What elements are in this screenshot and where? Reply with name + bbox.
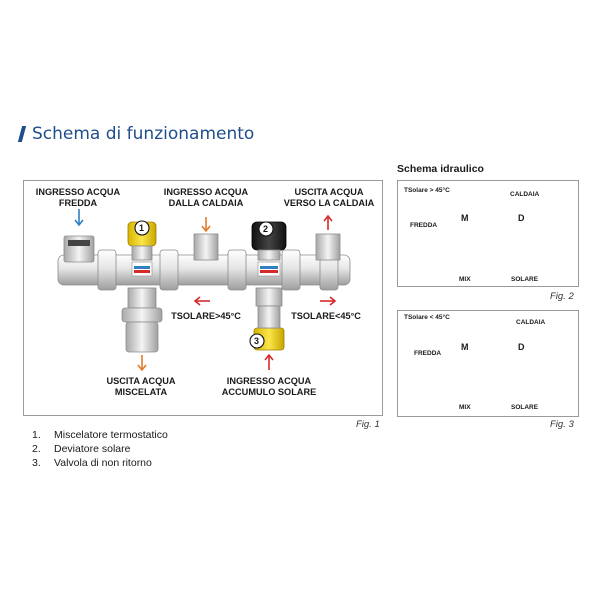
cold-inlet-arrow [74,209,84,227]
fig3-solare: SOLARE [511,404,539,411]
fig2-valve-m-label: M [461,213,469,223]
fig2-mix: MIX [459,276,471,283]
mixed-outlet-arrow [137,355,147,372]
marker-1-label: 1 [139,223,145,233]
tsolare-high-arrow [193,296,210,306]
solar-inlet-arrow [264,353,274,370]
boiler-outlet-arrow [323,214,333,230]
marker-3 [249,333,265,349]
label-ingresso-fredda: INGRESSO ACQUA FREDDA [35,187,121,208]
fig2-caption: Fig. 2 [550,291,574,302]
hydraulic-title: Schema idraulico [397,163,484,175]
fig1-caption: Fig. 1 [356,419,380,430]
label-uscita-caldaia: USCITA ACQUA VERSO LA CALDAIA [283,187,375,208]
page-title: Schema di funzionamento [32,124,255,144]
fig2-fredda: FREDDA [410,222,438,229]
marker-3-label: 3 [254,336,260,346]
cold-inlet-fitting [63,235,95,263]
fig3-valve-d-label: D [518,342,525,352]
marker-1 [134,220,150,236]
label-uscita-miscelata: USCITA ACQUA MISCELATA [106,376,176,397]
fig2-valve-d-label: D [518,213,525,223]
legend-list: 1.Miscelatore termostatico 2.Deviatore s… [32,428,168,470]
label-ingresso-caldaia: INGRESSO ACQUA DALLA CALDAIA [163,187,249,208]
boiler-inlet-arrow [201,217,211,233]
fig3-valve-m-label: M [461,342,469,352]
boiler-outlet-riser [315,233,341,261]
marker-2-label: 2 [263,224,269,234]
section-header: Schema di funzionamento [17,122,255,146]
main-figure-panel [23,180,383,416]
fig2-panel [397,180,579,287]
fig2-condition: TSolare > 45°C [404,187,450,194]
fig3-mix: MIX [459,404,471,411]
label-tsolare-low: TSOLARE<45°C [291,311,361,321]
fig2-caldaia: CALDAIA [510,191,540,198]
legend-item: 2.Deviatore solare [32,443,131,455]
label-tsolare-high: TSOLARE>45°C [171,311,241,321]
mixed-outlet-fitting [125,321,159,353]
tsolare-low-arrow [320,296,337,306]
fig3-panel [397,310,579,417]
marker-2 [258,221,274,237]
legend-item: 1.Miscelatore termostatico [32,429,168,441]
fig3-condition: TSolare < 45°C [404,314,450,321]
legend-item: 3.Valvola di non ritorno [32,457,152,469]
fig3-caldaia: CALDAIA [516,319,546,326]
fig3-caption: Fig. 3 [550,419,574,430]
label-ingresso-solare: INGRESSO ACQUA ACCUMULO SOLARE [221,376,317,397]
boiler-inlet-riser [193,233,219,261]
fig3-fredda: FREDDA [414,350,442,357]
fig2-solare: SOLARE [511,276,539,283]
